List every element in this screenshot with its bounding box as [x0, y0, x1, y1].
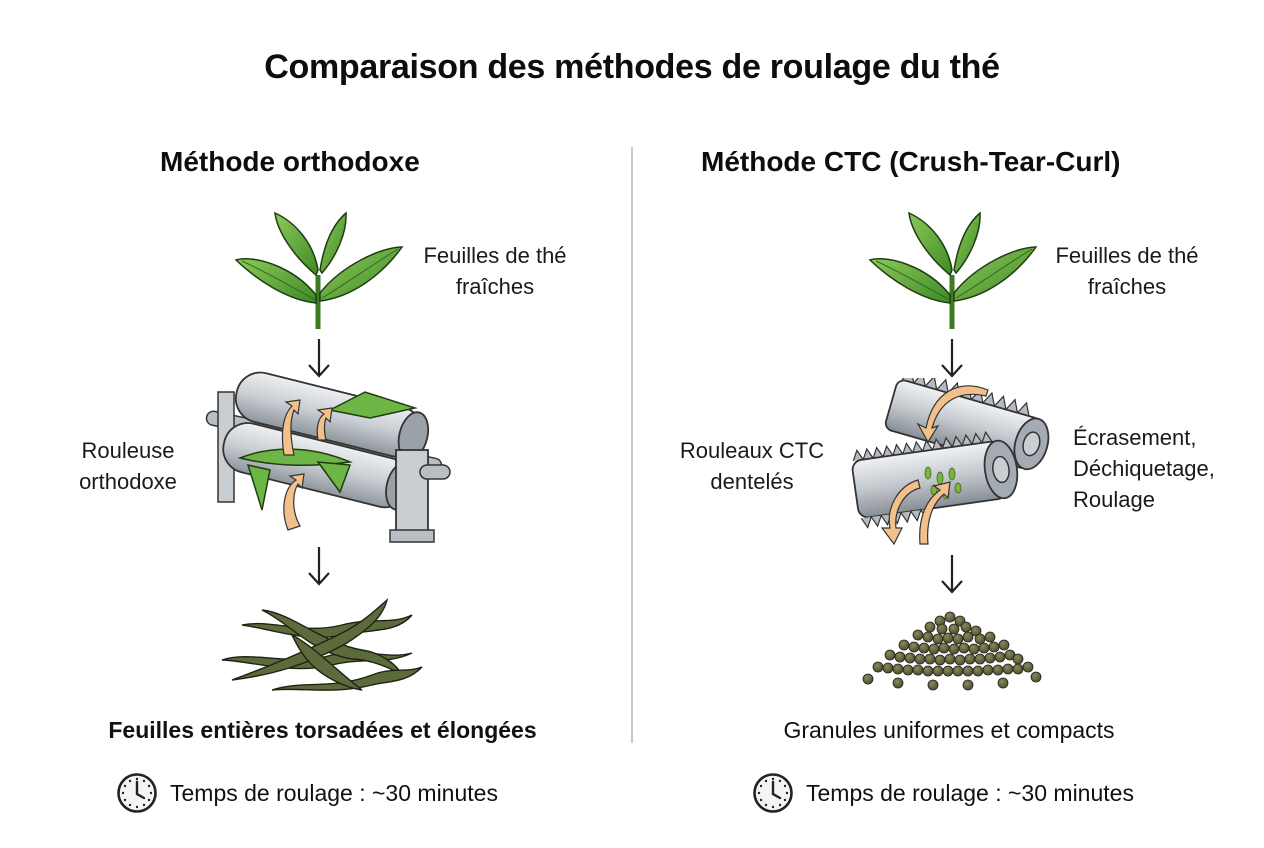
- arrow-down-icon: [939, 553, 965, 595]
- ctc-rollers-icon: [848, 378, 1058, 548]
- label-line: Déchiquetage,: [1073, 456, 1215, 481]
- page-title: Comparaison des méthodes de roulage du t…: [264, 48, 1000, 86]
- orthodox-timer-text: Temps de roulage : ~30 minutes: [170, 779, 498, 806]
- ctc-heading: Méthode CTC (Crush-Tear-Curl): [701, 146, 1121, 177]
- arrow-down-icon: [939, 337, 965, 379]
- label-line: Rouleaux CTC: [679, 438, 825, 463]
- orthodox-fresh-leaves-label: Feuilles de thé fraîches: [405, 240, 585, 302]
- label-line: Roulage: [1073, 487, 1155, 512]
- ctc-machine-label: Rouleaux CTC dentelés: [672, 435, 832, 497]
- label-line: Écrasement,: [1073, 425, 1197, 450]
- orthodox-machine-label: Rouleuse orthodoxe: [68, 435, 188, 497]
- orthodox-timer: Temps de roulage : ~30 minutes: [116, 772, 498, 814]
- orthodox-heading: Méthode orthodoxe: [160, 146, 420, 177]
- orthodox-result-caption: Feuilles entières torsadées et élongées: [108, 717, 537, 743]
- label-line: Feuilles de thé: [423, 243, 567, 268]
- label-line: dentelés: [710, 469, 794, 494]
- label-line: orthodoxe: [79, 469, 177, 494]
- ctc-timer-text: Temps de roulage : ~30 minutes: [806, 779, 1134, 806]
- label-line: fraîches: [455, 274, 535, 299]
- clock-icon: [116, 772, 158, 814]
- label-line: Feuilles de thé: [1055, 243, 1199, 268]
- ctc-result-caption: Granules uniformes et compacts: [783, 717, 1115, 743]
- arrow-down-icon: [306, 545, 332, 587]
- label-line: Rouleuse: [81, 438, 175, 463]
- label-line: fraîches: [1087, 274, 1167, 299]
- ctc-fresh-leaves-label: Feuilles de thé fraîches: [1037, 240, 1217, 302]
- clock-icon: [752, 772, 794, 814]
- tea-sprig-icon: [232, 205, 404, 330]
- ctc-timer: Temps de roulage : ~30 minutes: [752, 772, 1134, 814]
- column-divider: [631, 147, 633, 743]
- twisted-leaves-icon: [212, 595, 427, 695]
- granules-icon: [858, 605, 1043, 695]
- tea-sprig-icon: [866, 205, 1038, 330]
- arrow-down-icon: [306, 337, 332, 379]
- ctc-process-label: Écrasement, Déchiquetage, Roulage: [1073, 422, 1243, 515]
- orthodox-roller-icon: [200, 370, 455, 550]
